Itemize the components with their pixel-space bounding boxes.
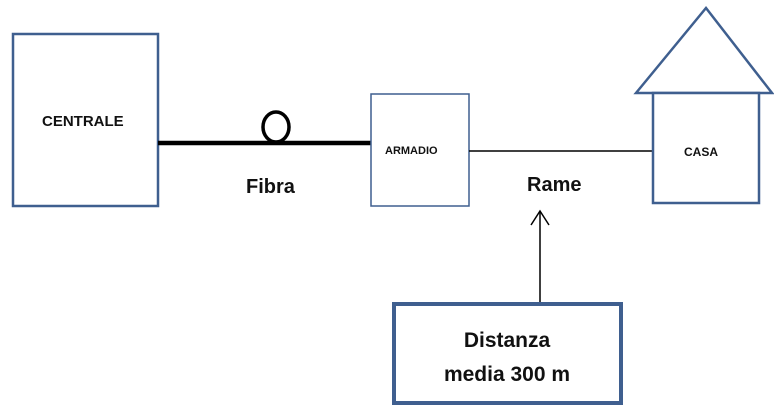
fibra-loop-icon bbox=[261, 110, 291, 144]
centrale-label: CENTRALE bbox=[42, 113, 124, 130]
fibra-link: Fibra bbox=[158, 110, 371, 198]
callout-line-1: Distanza bbox=[464, 329, 551, 352]
rame-link: Rame bbox=[469, 150, 656, 196]
armadio-node: ARMADIO bbox=[370, 93, 470, 207]
casa-label: CASA bbox=[684, 145, 718, 159]
rame-label: Rame bbox=[527, 174, 581, 196]
casa-box bbox=[651, 91, 761, 205]
centrale-node: CENTRALE bbox=[11, 32, 160, 208]
fibra-label: Fibra bbox=[246, 176, 296, 198]
house-roof-icon bbox=[633, 5, 774, 95]
distance-arrow bbox=[530, 209, 550, 302]
callout-line-2: media 300 m bbox=[444, 363, 570, 386]
distance-callout: Distanza media 300 m bbox=[392, 302, 623, 405]
casa-node: CASA bbox=[633, 5, 774, 205]
armadio-label: ARMADIO bbox=[385, 145, 438, 157]
callout-box bbox=[392, 302, 623, 405]
armadio-box bbox=[370, 93, 470, 207]
centrale-box bbox=[11, 32, 160, 208]
arrow-head-icon bbox=[530, 209, 550, 226]
